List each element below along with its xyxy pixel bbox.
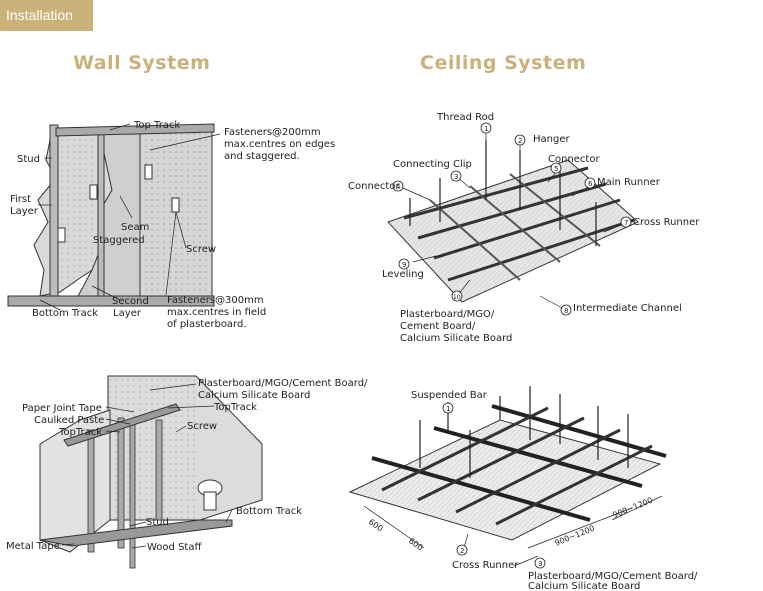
label-second-layer-2: Layer <box>113 308 142 319</box>
label-stud: Stud <box>17 154 40 165</box>
ceiling-num-7: 7 <box>624 219 628 227</box>
ceiling-num-9: 9 <box>402 261 406 269</box>
ceiling-num-4: 4 <box>396 183 401 191</box>
label-suspended-cross-runner: Cross Runner <box>452 560 519 571</box>
ceiling-num-1: 1 <box>484 125 488 133</box>
label-bottom-track: Bottom Track <box>32 308 98 319</box>
label-top-track-right: TopTrack <box>213 402 257 413</box>
label-caulked-paste: Caulked Paste <box>34 415 104 426</box>
label-partition-bottom-track: Bottom Track <box>236 506 302 517</box>
label-partition-screw: Screw <box>187 421 217 432</box>
ceiling-system-heading: Ceiling System <box>420 52 587 74</box>
bottom-track-profile <box>7 295 215 307</box>
ceiling-num-5: 5 <box>554 165 558 173</box>
label-leveling: Leveling <box>382 269 424 280</box>
label-fasteners300-2: max.centres in field <box>167 307 266 318</box>
label-metal-tape: Metal Tape <box>6 541 60 552</box>
label-seam-1: Seam <box>121 222 149 233</box>
label-partition-board-2: Calcium Silicate Board <box>198 390 310 401</box>
ceiling-system-diagram: 1 2 3 4 5 6 7 8 9 10 Thread Rod Hanger C… <box>348 112 700 344</box>
label-wood-staff: Wood Staff <box>147 542 202 553</box>
label-main-runner: Main Runner <box>597 177 661 188</box>
suspended-num-2: 2 <box>460 547 464 555</box>
label-cross-runner: Cross Runner <box>633 217 700 228</box>
label-hanger: Hanger <box>533 134 570 145</box>
label-fasteners300-1: Fasteners@300mm <box>167 295 264 306</box>
installation-tab[interactable]: Installation <box>0 0 93 31</box>
label-partition-stud: Stud <box>146 517 169 528</box>
label-paper-joint-tape: Paper Joint Tape <box>22 403 102 414</box>
label-dim-600-a: 600 <box>367 517 385 533</box>
label-second-layer-1: Second <box>112 296 149 307</box>
label-connector-left: Connector <box>348 181 400 192</box>
wall-partition-diagram: Plasterboard/MGO/Cement Board/ Calcium S… <box>6 375 368 569</box>
label-ceiling-board-1: Plasterboard/MGO/ <box>400 309 495 320</box>
label-fasteners200-3: and staggered. <box>224 151 300 162</box>
label-intermediate-channel: Intermediate Channel <box>573 303 682 314</box>
label-thread-rod: Thread Rod <box>436 112 494 123</box>
wall-system-heading: Wall System <box>73 52 211 74</box>
label-fasteners200-2: max.centres on edges <box>224 139 335 150</box>
ceiling-num-10: 10 <box>453 294 461 301</box>
suspended-num-3: 3 <box>538 560 542 568</box>
ceiling-num-8: 8 <box>564 307 568 315</box>
label-seam-2: Staggered <box>93 235 145 246</box>
label-ceiling-board-2: Cement Board/ <box>400 321 476 332</box>
ceiling-num-3: 3 <box>454 173 458 181</box>
label-ceiling-board-3: Calcium Silicate Board <box>400 333 512 344</box>
label-top-track-left: TopTrack <box>58 427 102 438</box>
stud-profile <box>49 124 59 301</box>
label-fasteners300-3: of plasterboard. <box>167 319 247 330</box>
label-suspended-board-2: Calcium Silicate Board <box>528 581 640 591</box>
label-connecting-clip: Connecting Clip <box>393 159 472 170</box>
label-suspended-board-1: Plasterboard/MGO/Cement Board/ <box>528 571 698 582</box>
label-screw: Screw <box>186 244 216 255</box>
suspended-num-1: 1 <box>446 405 450 413</box>
label-top-track: Top Track <box>133 120 180 131</box>
label-partition-board-1: Plasterboard/MGO/Cement Board/ <box>198 378 368 389</box>
ceiling-num-6: 6 <box>588 180 593 188</box>
label-dim-900-b: 900~1200 <box>611 496 654 520</box>
top-track-profile <box>55 123 215 137</box>
ceiling-num-2: 2 <box>518 137 522 145</box>
label-first-layer-1: First <box>10 194 31 205</box>
label-dim-600-b: 600 <box>407 536 425 552</box>
wall-system-diagram: Stud First Layer Top Track Fasteners@200… <box>7 120 335 330</box>
label-suspended-bar: Suspended Bar <box>411 390 488 401</box>
label-first-layer-2: Layer <box>10 206 39 217</box>
label-connector-right: Connector <box>548 154 600 165</box>
suspended-ceiling-diagram: 1 2 3 Suspended Bar 600 600 900~1200 900… <box>348 386 698 591</box>
label-fasteners200-1: Fasteners@200mm <box>224 127 321 138</box>
